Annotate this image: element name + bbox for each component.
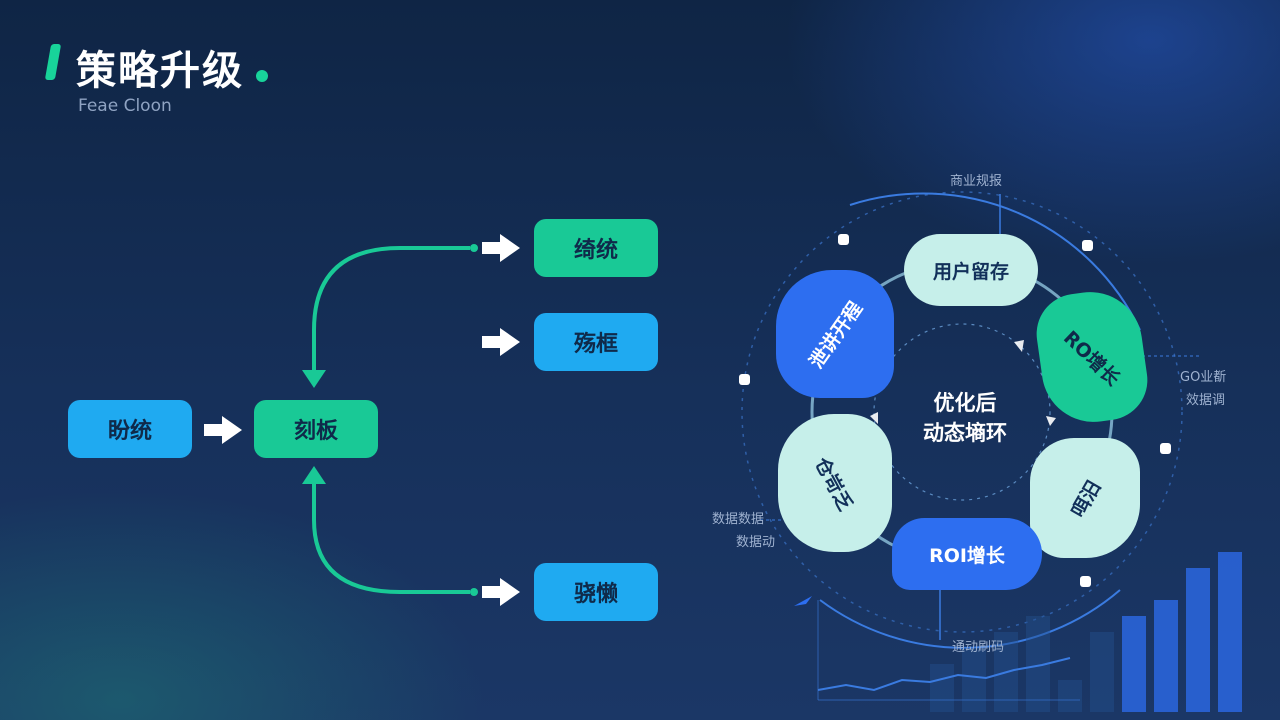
mini-line-series [817,657,1071,692]
cycle-center-line2: 动态墒环 [923,421,1007,445]
mini-bar [1218,552,1242,712]
core-dotted-ring [873,323,1051,501]
mini-bar [1122,616,1146,712]
white-arrows [204,234,520,606]
center-node[interactable]: 刻板 [254,400,378,458]
outer-dotted-ring [741,191,1183,633]
page-title: 策略升级 [76,48,244,94]
annotation-right-1: GO业斱 [1180,370,1227,385]
cycle-item-6-label: 泄讲开程 [805,297,868,373]
cycle-item-3-label: 咡汨 [1067,476,1106,521]
cycle-item-5-label: 仓岢乏 [810,453,857,515]
cycle-item-3[interactable]: 咡汨 [1030,438,1140,558]
arrow-to-target-3 [482,578,520,606]
outer-arc-top [849,192,1141,331]
mini-bar [1154,600,1178,712]
arrow-to-target-2 [482,328,520,356]
cycle-item-ro-growth-label: RO增长 [1058,326,1124,390]
mini-bar [1186,568,1210,712]
cycle-item-6[interactable]: 泄讲开程 [776,270,894,398]
orbit-dots [739,234,1171,587]
mini-bar [1058,680,1082,712]
target-node-1[interactable]: 绮统 [534,219,658,277]
annotation-left-1: 数据数据 [712,512,765,527]
mini-bar [962,648,986,712]
plane-icon [794,596,812,606]
annotation-right-2: 效据调 [1186,393,1226,408]
mini-bar [930,664,954,712]
annotation-bottom: 通动刷码 [952,640,1005,655]
connector-top-arrowhead [302,370,326,388]
cycle-center-label: 优化后 动态墒环 [900,388,1030,448]
annotation-left-2: 数据动 [736,535,776,550]
mini-bar-chart [930,552,1242,712]
mini-bar [1090,632,1114,712]
connector-bottom [312,480,470,594]
inner-ticks [870,340,1056,426]
title-dot [256,70,268,82]
cycle-center-line1: 优化后 [933,391,997,415]
arrow-to-target-1 [482,234,520,262]
target-node-3[interactable]: 骁懒 [534,563,658,621]
page-subtitle: Feae Cloon [78,96,172,116]
arrow-source-to-center [204,416,242,444]
source-node[interactable]: 盼统 [68,400,192,458]
outer-arc-bottom [819,589,1121,649]
cycle-item-user-retention[interactable]: 用户留存 [904,234,1038,306]
target-node-2[interactable]: 殇框 [534,313,658,371]
annotation-top: 商业规报 [950,174,1003,189]
connector-bottom-arrowhead [302,466,326,484]
cycle-item-roi-growth[interactable]: ROI增长 [892,518,1042,590]
cycle-item-5[interactable]: 仓岢乏 [778,414,892,552]
connector-top [312,246,470,372]
